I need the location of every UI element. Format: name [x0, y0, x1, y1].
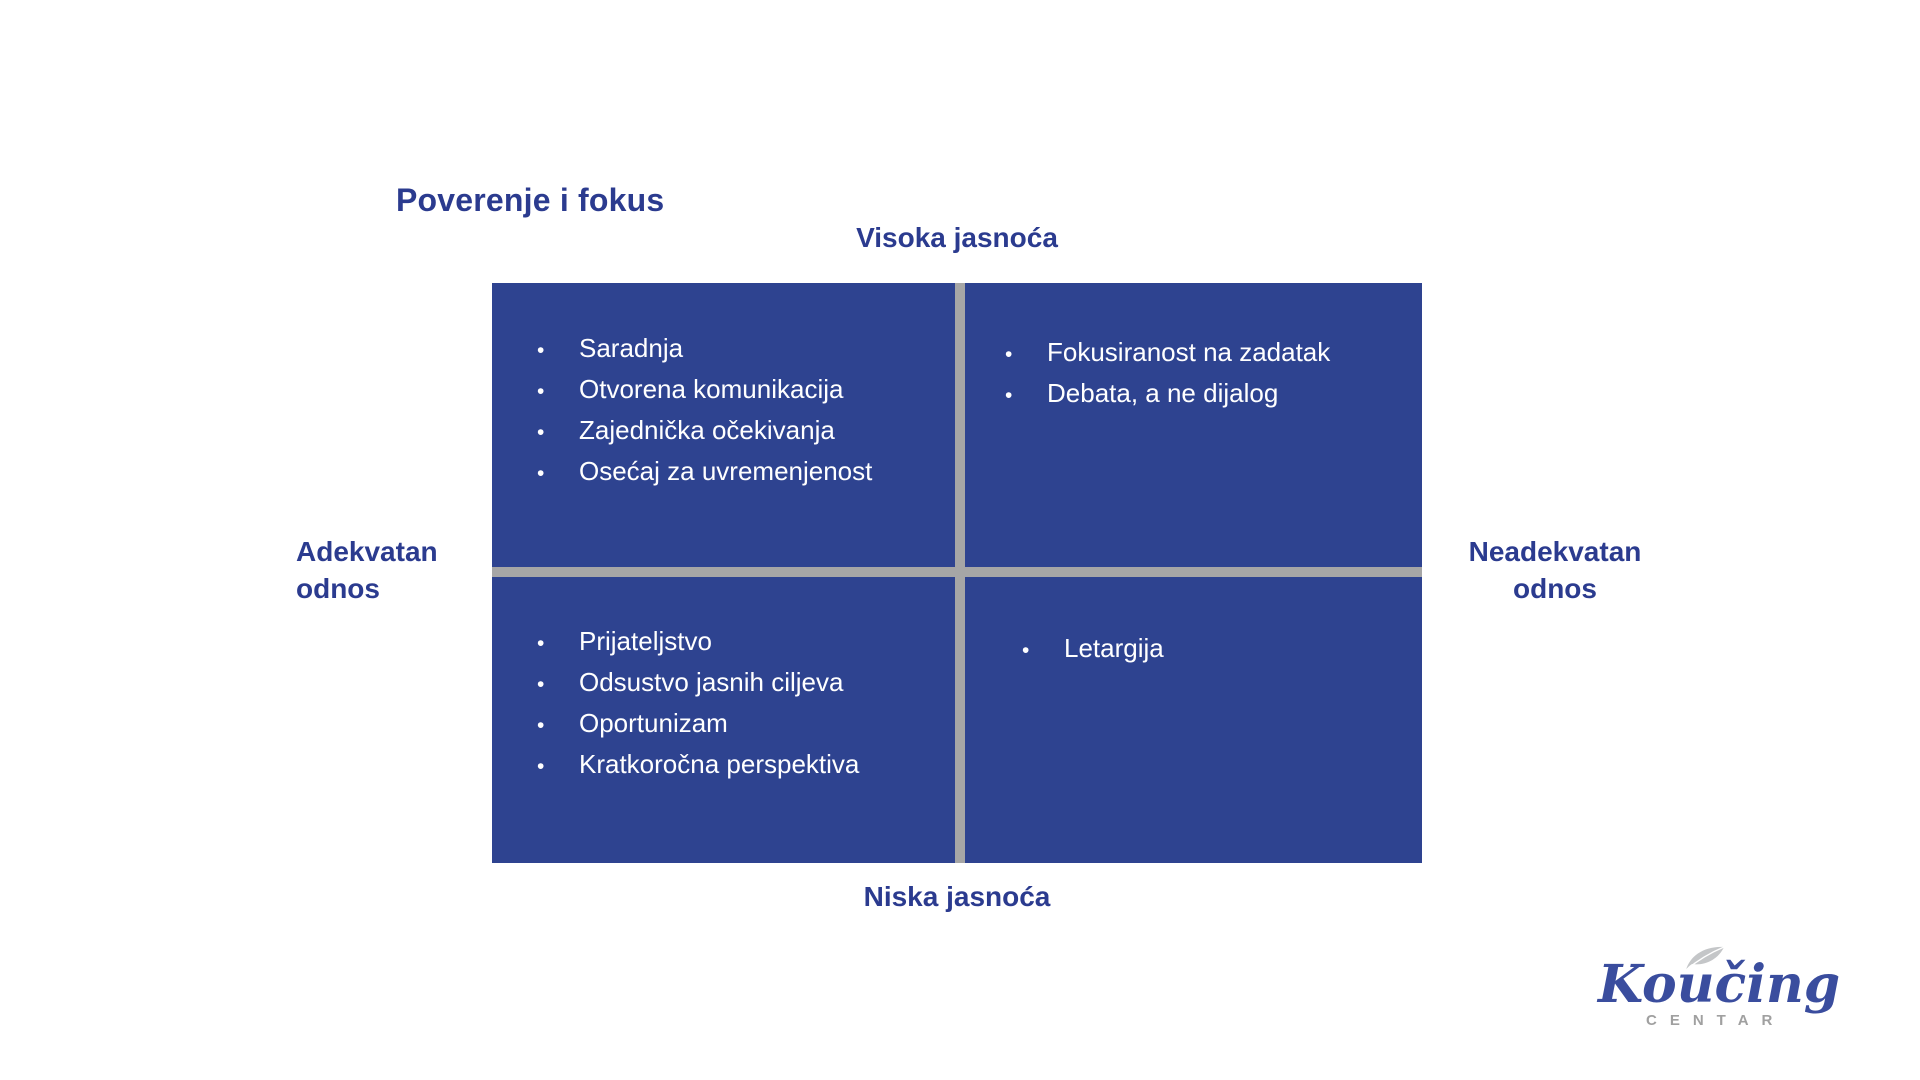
bullet-icon: • — [1005, 384, 1013, 407]
bullet-item: • Debata, a ne dijalog — [1005, 374, 1406, 415]
bullet-icon: • — [537, 714, 545, 737]
axis-label-top: Visoka jasnoća — [856, 222, 1058, 253]
bullet-item: • Saradnja — [537, 329, 939, 370]
logo-wordmark: Koučing — [1598, 954, 1841, 1015]
bullet-icon: • — [1022, 639, 1030, 662]
bullet-text: Otvorena komunikacija — [579, 374, 844, 404]
axis-label-right: Neadekvatan odnos — [1468, 536, 1642, 604]
bullet-icon: • — [537, 632, 545, 655]
bullet-item: • Prijateljstvo — [537, 622, 939, 663]
axis-label-bottom: Niska jasnoća — [863, 881, 1051, 912]
quadrant-grid: • Saradnja • Otvorena komunikacija • Zajednič… — [492, 283, 1422, 863]
logo-subtitle: CENTAR — [1646, 1012, 1786, 1029]
logo: Koučing CENTAR — [1598, 946, 1868, 1056]
quadrant-bottom-left: • Prijateljstvo • Odsustvo jasnih ciljeva • O… — [492, 577, 955, 863]
bullet-icon: • — [537, 380, 545, 403]
bullet-text: Prijateljstvo — [579, 626, 712, 656]
bullet-item: • Otvorena komunikacija — [537, 370, 939, 411]
slide-title: Poverenje i fokus — [396, 182, 665, 218]
bullet-text: Kratkoročna perspektiva — [579, 749, 860, 779]
bullet-text: Osećaj za uvremenjenost — [579, 456, 873, 486]
bullet-icon: • — [537, 421, 545, 444]
bullet-text: Fokusiranost na zadatak — [1047, 337, 1331, 367]
bullet-item: • Fokusiranost na zadatak — [1005, 333, 1406, 374]
bullet-icon: • — [1005, 343, 1013, 366]
bullet-text: Odsustvo jasnih ciljeva — [579, 667, 844, 697]
bullet-text: Letargija — [1064, 633, 1164, 663]
quadrant-bottom-right: • Letargija — [965, 577, 1422, 863]
bullet-text: Debata, a ne dijalog — [1047, 378, 1279, 408]
bullet-text: Saradnja — [579, 333, 684, 363]
bullet-item: • Zajednička očekivanja — [537, 411, 939, 452]
quadrant-top-right: • Fokusiranost na zadatak • Debata, a ne di… — [965, 283, 1422, 567]
bullet-icon: • — [537, 339, 545, 362]
bullet-text: Oportunizam — [579, 708, 728, 738]
leaf-icon — [1685, 946, 1725, 971]
bullet-text: Zajednička očekivanja — [579, 415, 835, 445]
bullet-item: • Letargija — [1022, 629, 1406, 670]
bullet-icon: • — [537, 755, 545, 778]
bullet-item: • Odsustvo jasnih ciljeva — [537, 663, 939, 704]
bullet-item: • Kratkoročna perspektiva — [537, 745, 939, 786]
bullet-item: • Osećaj za uvremenjenost — [537, 452, 939, 493]
bullet-icon: • — [537, 673, 545, 696]
bullet-item: • Oportunizam — [537, 704, 939, 745]
bullet-icon: • — [537, 462, 545, 485]
axis-label-left: Adekvatan odnos — [296, 536, 438, 604]
quadrant-top-left: • Saradnja • Otvorena komunikacija • Zajednič… — [492, 283, 955, 567]
